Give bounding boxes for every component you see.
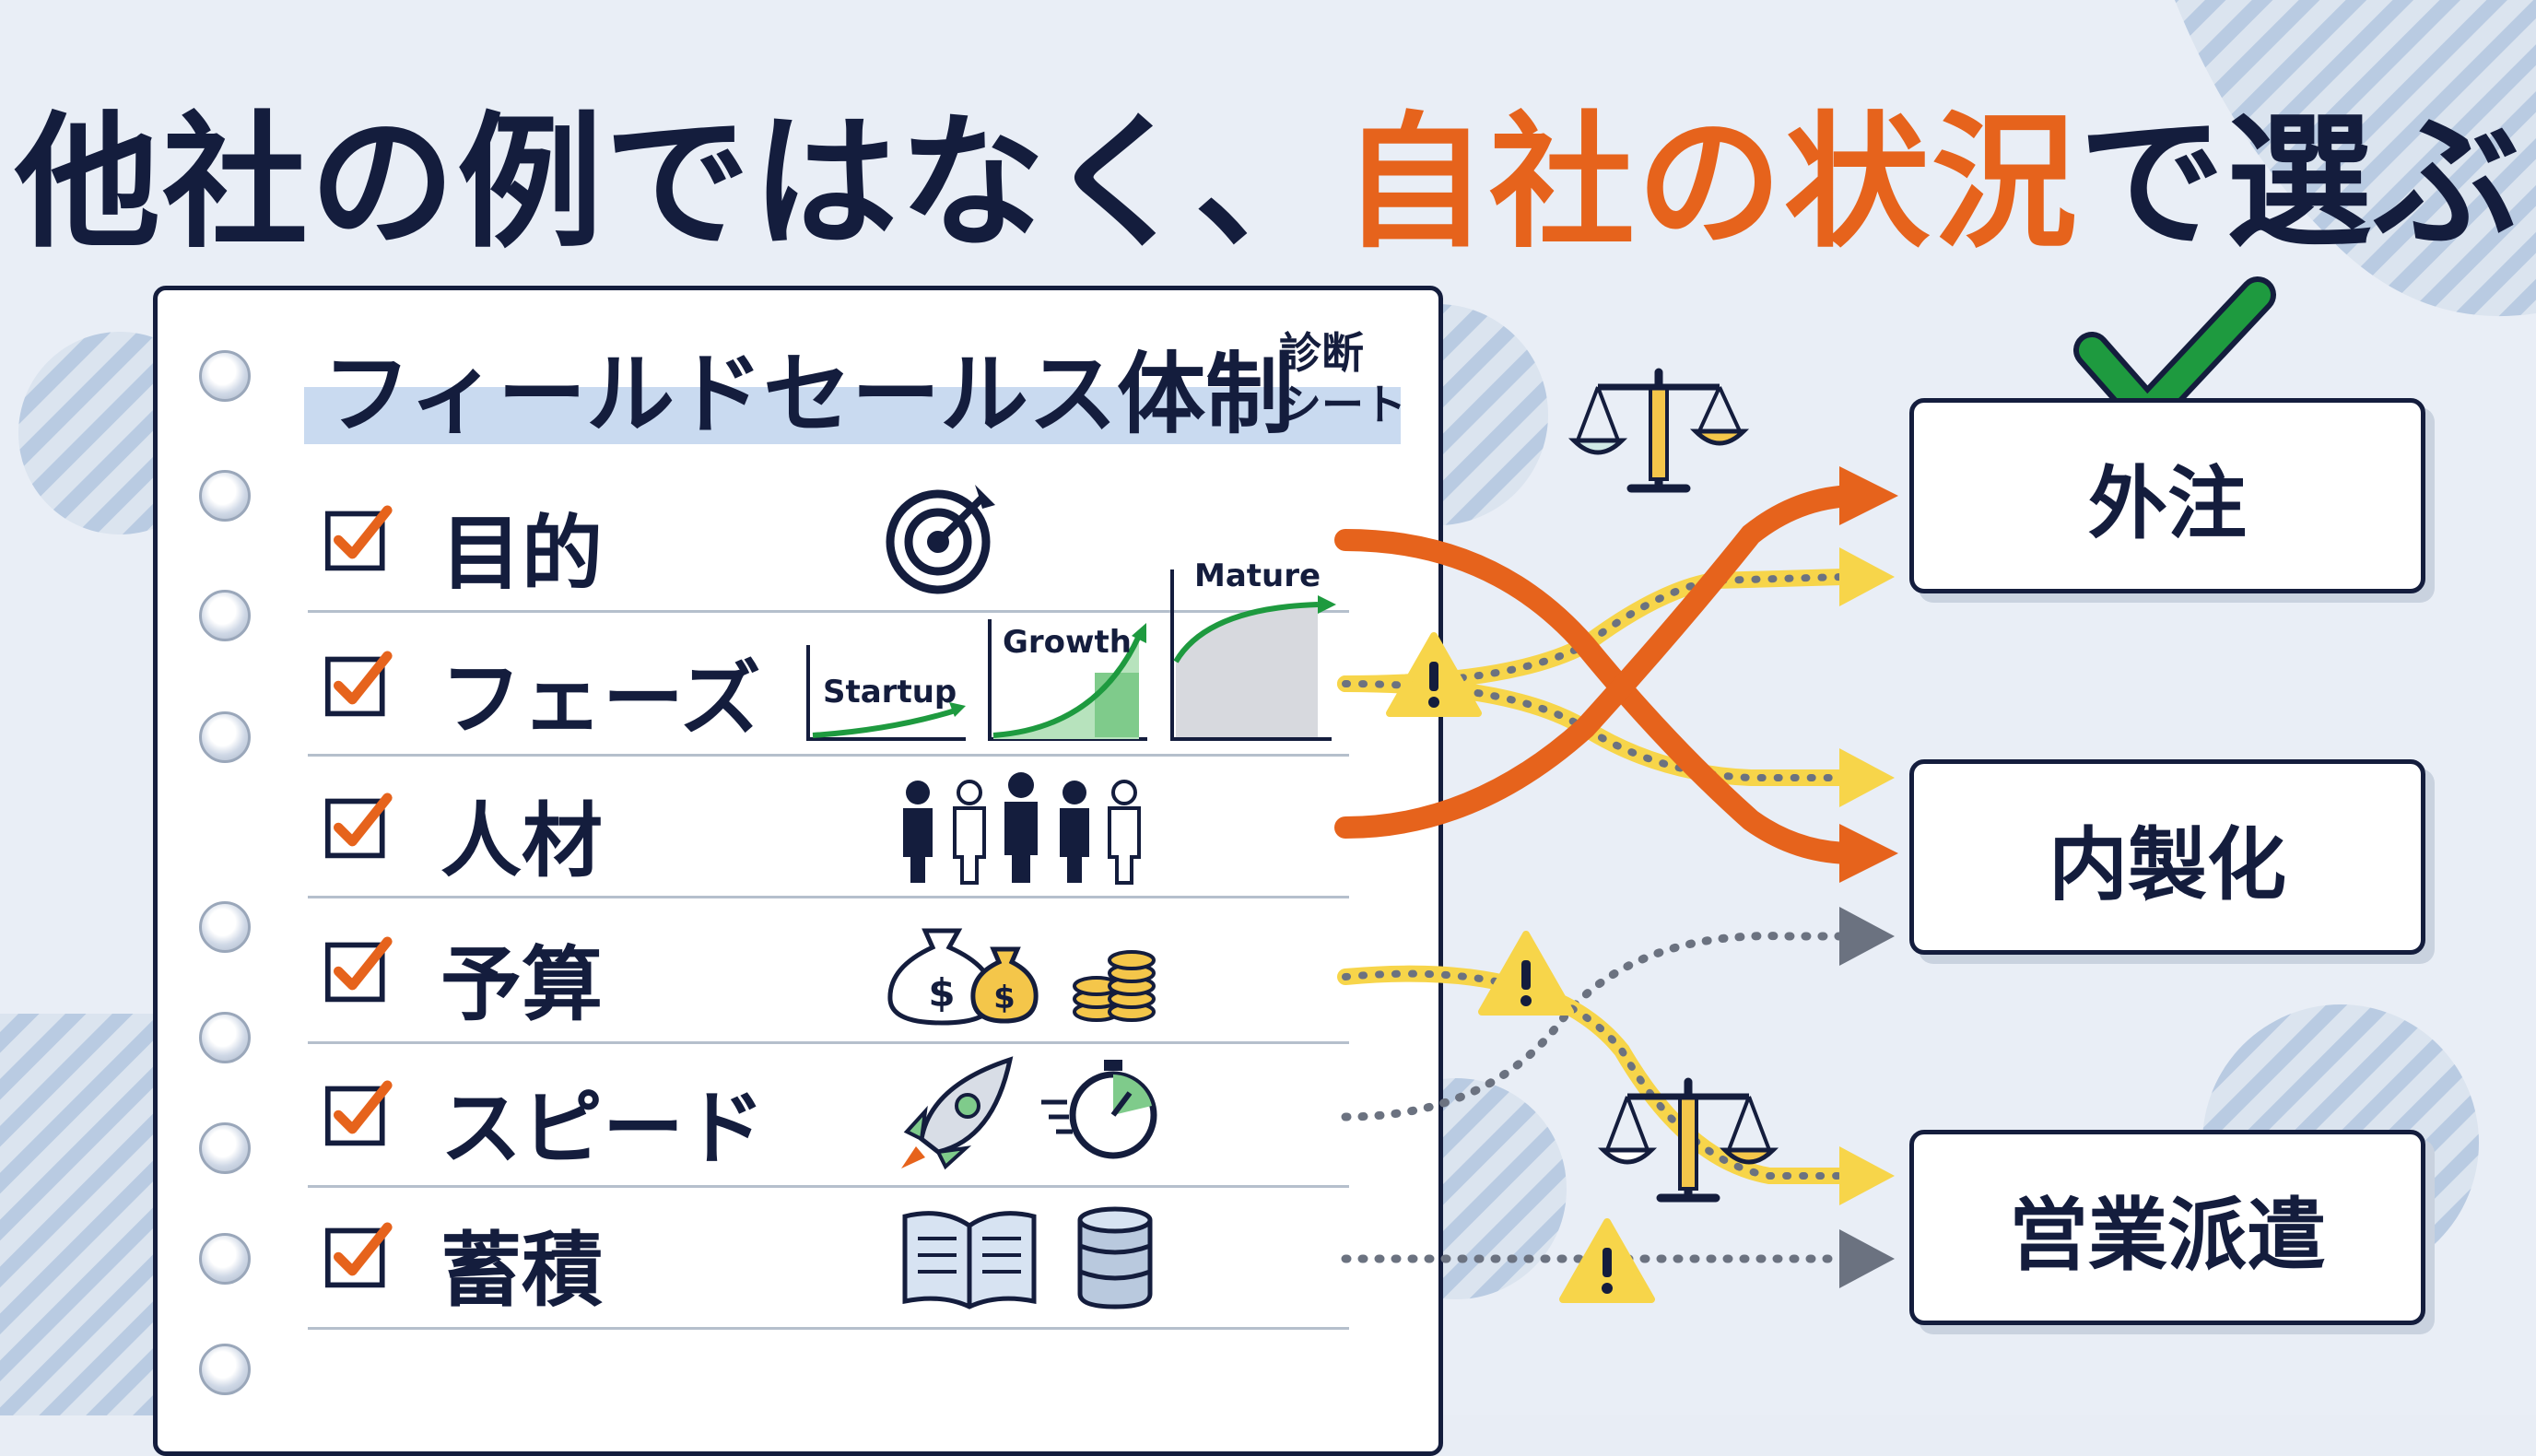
sheet-title: フィールドセールス体制 [323, 343, 1295, 446]
title-part2: で選ぶ [2079, 99, 2521, 268]
checkbox-checked-icon [324, 651, 393, 717]
warning-icon [1559, 1218, 1655, 1303]
sheet-subtitle: 診断シート [1279, 327, 1408, 430]
binder-ring [199, 1122, 251, 1174]
speed-icon [901, 1056, 1157, 1170]
binder-ring [199, 590, 251, 641]
binder-ring [199, 901, 251, 953]
money-bag-icon: $ $ [887, 928, 1039, 1026]
row-divider [308, 610, 1349, 613]
balance-scale-icon [1597, 1077, 1779, 1203]
target-icon [886, 485, 995, 594]
coin-stack-icon [1073, 950, 1156, 1022]
warning-icon [1478, 931, 1574, 1016]
sheet-subtitle-line2: シート [1279, 380, 1406, 429]
row-divider [308, 1185, 1349, 1188]
checkbox-checked-icon [324, 936, 393, 1003]
arrowheads [1839, 466, 1898, 1288]
stripe-block-bottom-left [0, 1014, 166, 1415]
criteria-label: フェーズ [440, 652, 761, 746]
title-highlight: 自社の状況 [1342, 99, 2079, 268]
criteria-label: 人材 [440, 793, 604, 888]
svg-text:$: $ [993, 980, 1016, 1016]
phase-chart-startup [806, 645, 966, 741]
rocket-icon [901, 1056, 1014, 1170]
option-box-outsourcing: 外注 [1909, 398, 2425, 593]
svg-text:$: $ [928, 970, 955, 1016]
sheet-subtitle-line1: 診断 [1279, 328, 1364, 378]
warning-icon [1386, 632, 1482, 717]
criteria-label: 予算 [440, 937, 604, 1032]
criteria-label: スピード [440, 1081, 766, 1176]
option-box-inhouse: 内製化 [1909, 759, 2425, 955]
row-icons-layer: $ $ [806, 485, 1336, 1309]
phase-labels-layer: Startup Growth Mature [823, 558, 1321, 710]
book-icon [902, 1211, 1037, 1309]
checkbox-checked-icon [324, 1080, 393, 1146]
connector-orange [1334, 529, 1863, 864]
title-part1: 他社の例ではなく、 [15, 99, 1342, 268]
checkbox-checked-icon [324, 793, 393, 859]
binder-ring [199, 1344, 251, 1395]
criteria-label: 蓄積 [440, 1223, 604, 1318]
checkbox-checked-icon [324, 1222, 393, 1288]
binder-ring [199, 711, 251, 763]
phase-chart-mature [1170, 569, 1336, 741]
people-icon [903, 772, 1141, 885]
binder-ring [199, 470, 251, 522]
binder-ring [199, 1233, 251, 1285]
money-icon: $ $ [887, 928, 1156, 1026]
row-divider [308, 1041, 1349, 1044]
selected-check-icon [2073, 276, 2276, 431]
binder-ring [199, 1012, 251, 1063]
knowledge-icon [902, 1206, 1153, 1309]
row-divider [308, 896, 1349, 898]
connector-yellow [1342, 969, 1847, 1180]
row-divider [308, 1327, 1349, 1330]
phase-chart-growth [988, 619, 1147, 741]
phase-label-growth: Growth [1003, 624, 1132, 661]
binder-ring [199, 350, 251, 402]
database-icon [1077, 1206, 1153, 1309]
phase-label-mature: Mature [1194, 558, 1321, 594]
page-title: 他社の例ではなく、自社の状況で選ぶ [0, 65, 2536, 276]
sheet-title-highlight [304, 387, 1401, 444]
phase-charts-icon [806, 569, 1336, 741]
stripe-corner-top-right [2175, 0, 2536, 317]
checkbox-checked-icon [324, 505, 393, 571]
balance-scale-icon [1567, 368, 1750, 493]
criteria-label: 目的 [440, 506, 604, 601]
phase-label-startup: Startup [823, 674, 957, 710]
option-box-sales-dispatch: 営業派遣 [1909, 1130, 2425, 1325]
stopwatch-icon [1041, 1060, 1157, 1159]
connector-orange [1334, 485, 1863, 839]
row-divider [308, 754, 1349, 757]
